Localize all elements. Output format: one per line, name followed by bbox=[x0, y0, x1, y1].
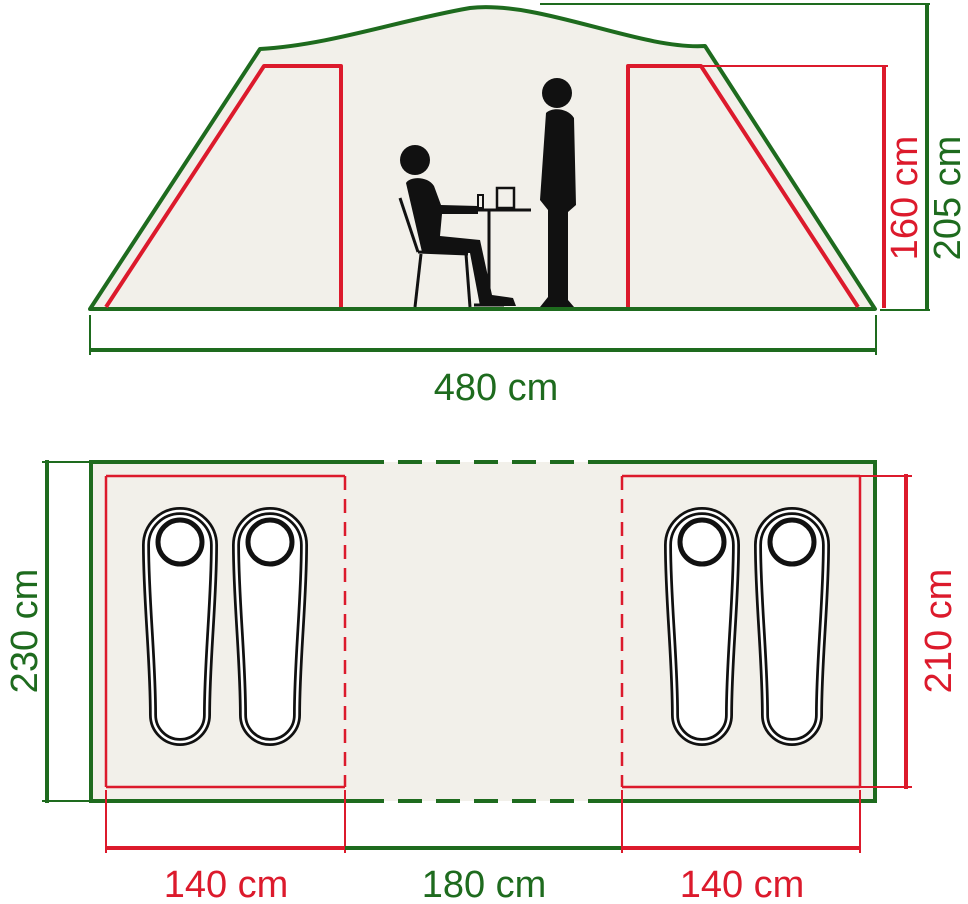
right-bedroom bbox=[620, 474, 862, 789]
width-label: 230 cm bbox=[4, 569, 46, 694]
tent-outline bbox=[88, 5, 877, 311]
sleeping-bags bbox=[141, 507, 831, 746]
living-area-width-label: 180 cm bbox=[422, 864, 547, 904]
floor-footprint bbox=[91, 462, 875, 801]
floor-plan: 230 cm 210 cm 140 cm 180 cm 140 cm bbox=[4, 460, 960, 904]
sleeping-bag-icon bbox=[141, 507, 219, 746]
sleeping-bag-icon bbox=[753, 507, 831, 746]
bedroom-depth-label: 210 cm bbox=[918, 569, 960, 694]
side-view: 480 cm 205 cm 160 cm bbox=[88, 3, 968, 409]
right-bedroom-outline bbox=[626, 64, 860, 309]
left-bedroom-width-label: 140 cm bbox=[164, 864, 289, 904]
sleeping-bag-icon bbox=[231, 507, 309, 746]
height-label: 205 cm bbox=[927, 136, 968, 261]
left-bedroom bbox=[104, 474, 347, 789]
sleeping-bag-icon bbox=[663, 507, 741, 746]
seated-person-icon bbox=[398, 145, 531, 308]
standing-person-icon bbox=[540, 78, 576, 307]
right-bedroom-width-label: 140 cm bbox=[680, 864, 805, 904]
left-bedroom-outline bbox=[104, 64, 343, 309]
bedroom-height-label: 160 cm bbox=[884, 136, 926, 261]
length-label: 480 cm bbox=[434, 367, 559, 409]
